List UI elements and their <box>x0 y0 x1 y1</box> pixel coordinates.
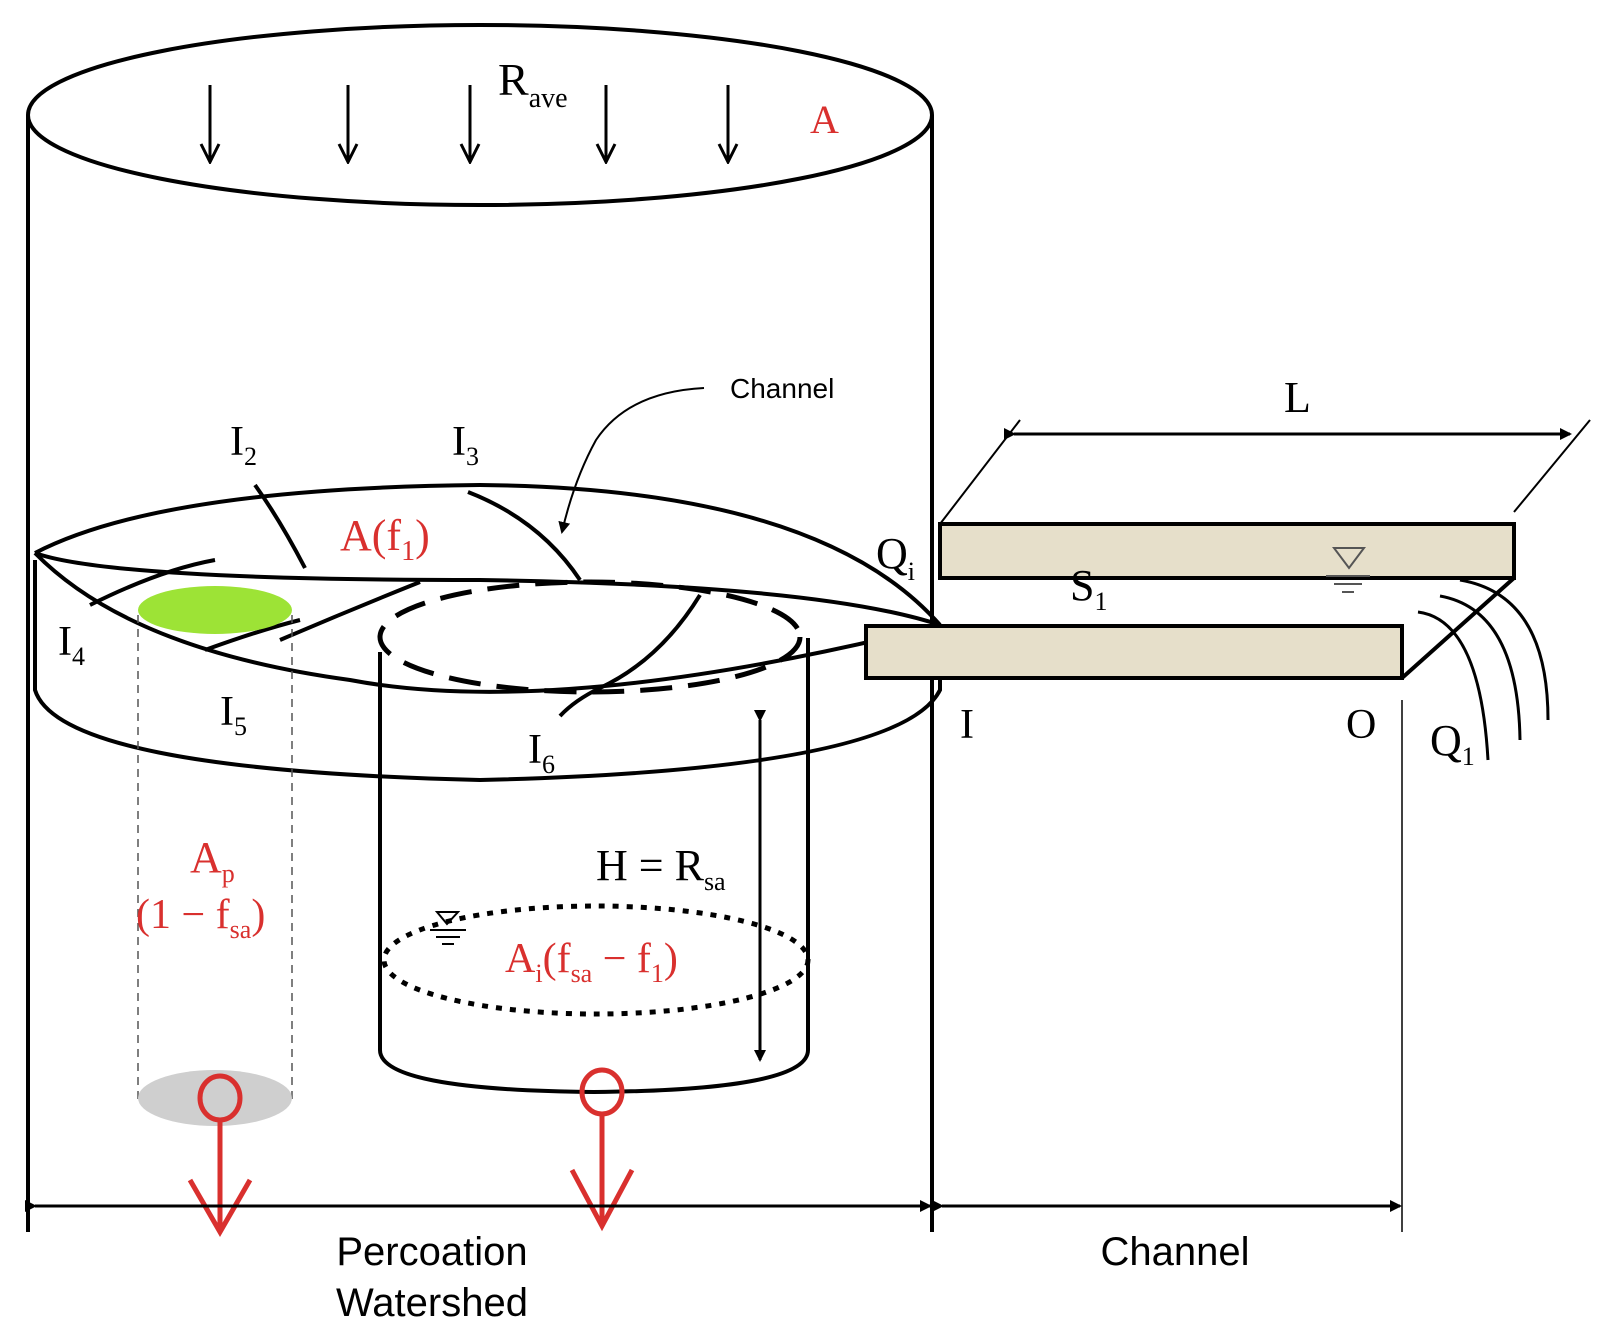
channel-callout-arrow <box>558 387 705 534</box>
storage-height-label: H = Rsa <box>596 841 726 896</box>
interflow-5-label: I5 <box>220 689 247 741</box>
pervious-area-label: Ap <box>190 833 235 888</box>
watershed-cylinder <box>26 23 934 1232</box>
channel-length-label: L <box>1284 373 1311 422</box>
channel-bottom-label: Channel <box>1100 1230 1249 1274</box>
slope-label: S1 <box>1070 561 1107 616</box>
interflow-2-label: I2 <box>230 419 257 471</box>
percolation-symbol-left <box>187 1073 253 1238</box>
watershed-label: Watershed <box>336 1281 528 1325</box>
outlet-label: O <box>1346 702 1376 748</box>
percolation-base <box>138 1070 292 1126</box>
outflow-label: Q1 <box>1430 716 1475 771</box>
inflow-label: Qi <box>876 529 915 586</box>
pervious-fraction-label: (1 − fsa) <box>136 892 265 944</box>
pervious-patch <box>138 586 292 634</box>
pervious-area <box>137 586 293 1126</box>
rain-label: Rave <box>498 54 568 114</box>
percolation-label: Percoation <box>336 1230 527 1274</box>
interflow-4-label: I4 <box>58 619 85 671</box>
catchment-surface <box>33 482 942 783</box>
outflow-arcs <box>1417 578 1550 761</box>
channel-callout-label: Channel <box>730 373 834 404</box>
channel-water-level-icon <box>1326 547 1370 593</box>
inlet-label: I <box>960 702 974 748</box>
water-level-icon <box>430 911 466 945</box>
total-area-label: A <box>810 97 839 142</box>
interflow-3-label: I3 <box>452 419 479 471</box>
channel-structure <box>864 419 1591 1232</box>
impervious-area-label: Ai(fsa − f1) <box>505 936 678 988</box>
area-f1-label: A(f1) <box>340 511 430 567</box>
impervious-storage <box>377 579 811 1095</box>
interflow-6-label: I6 <box>528 727 555 779</box>
rainfall-arrows <box>210 85 728 162</box>
